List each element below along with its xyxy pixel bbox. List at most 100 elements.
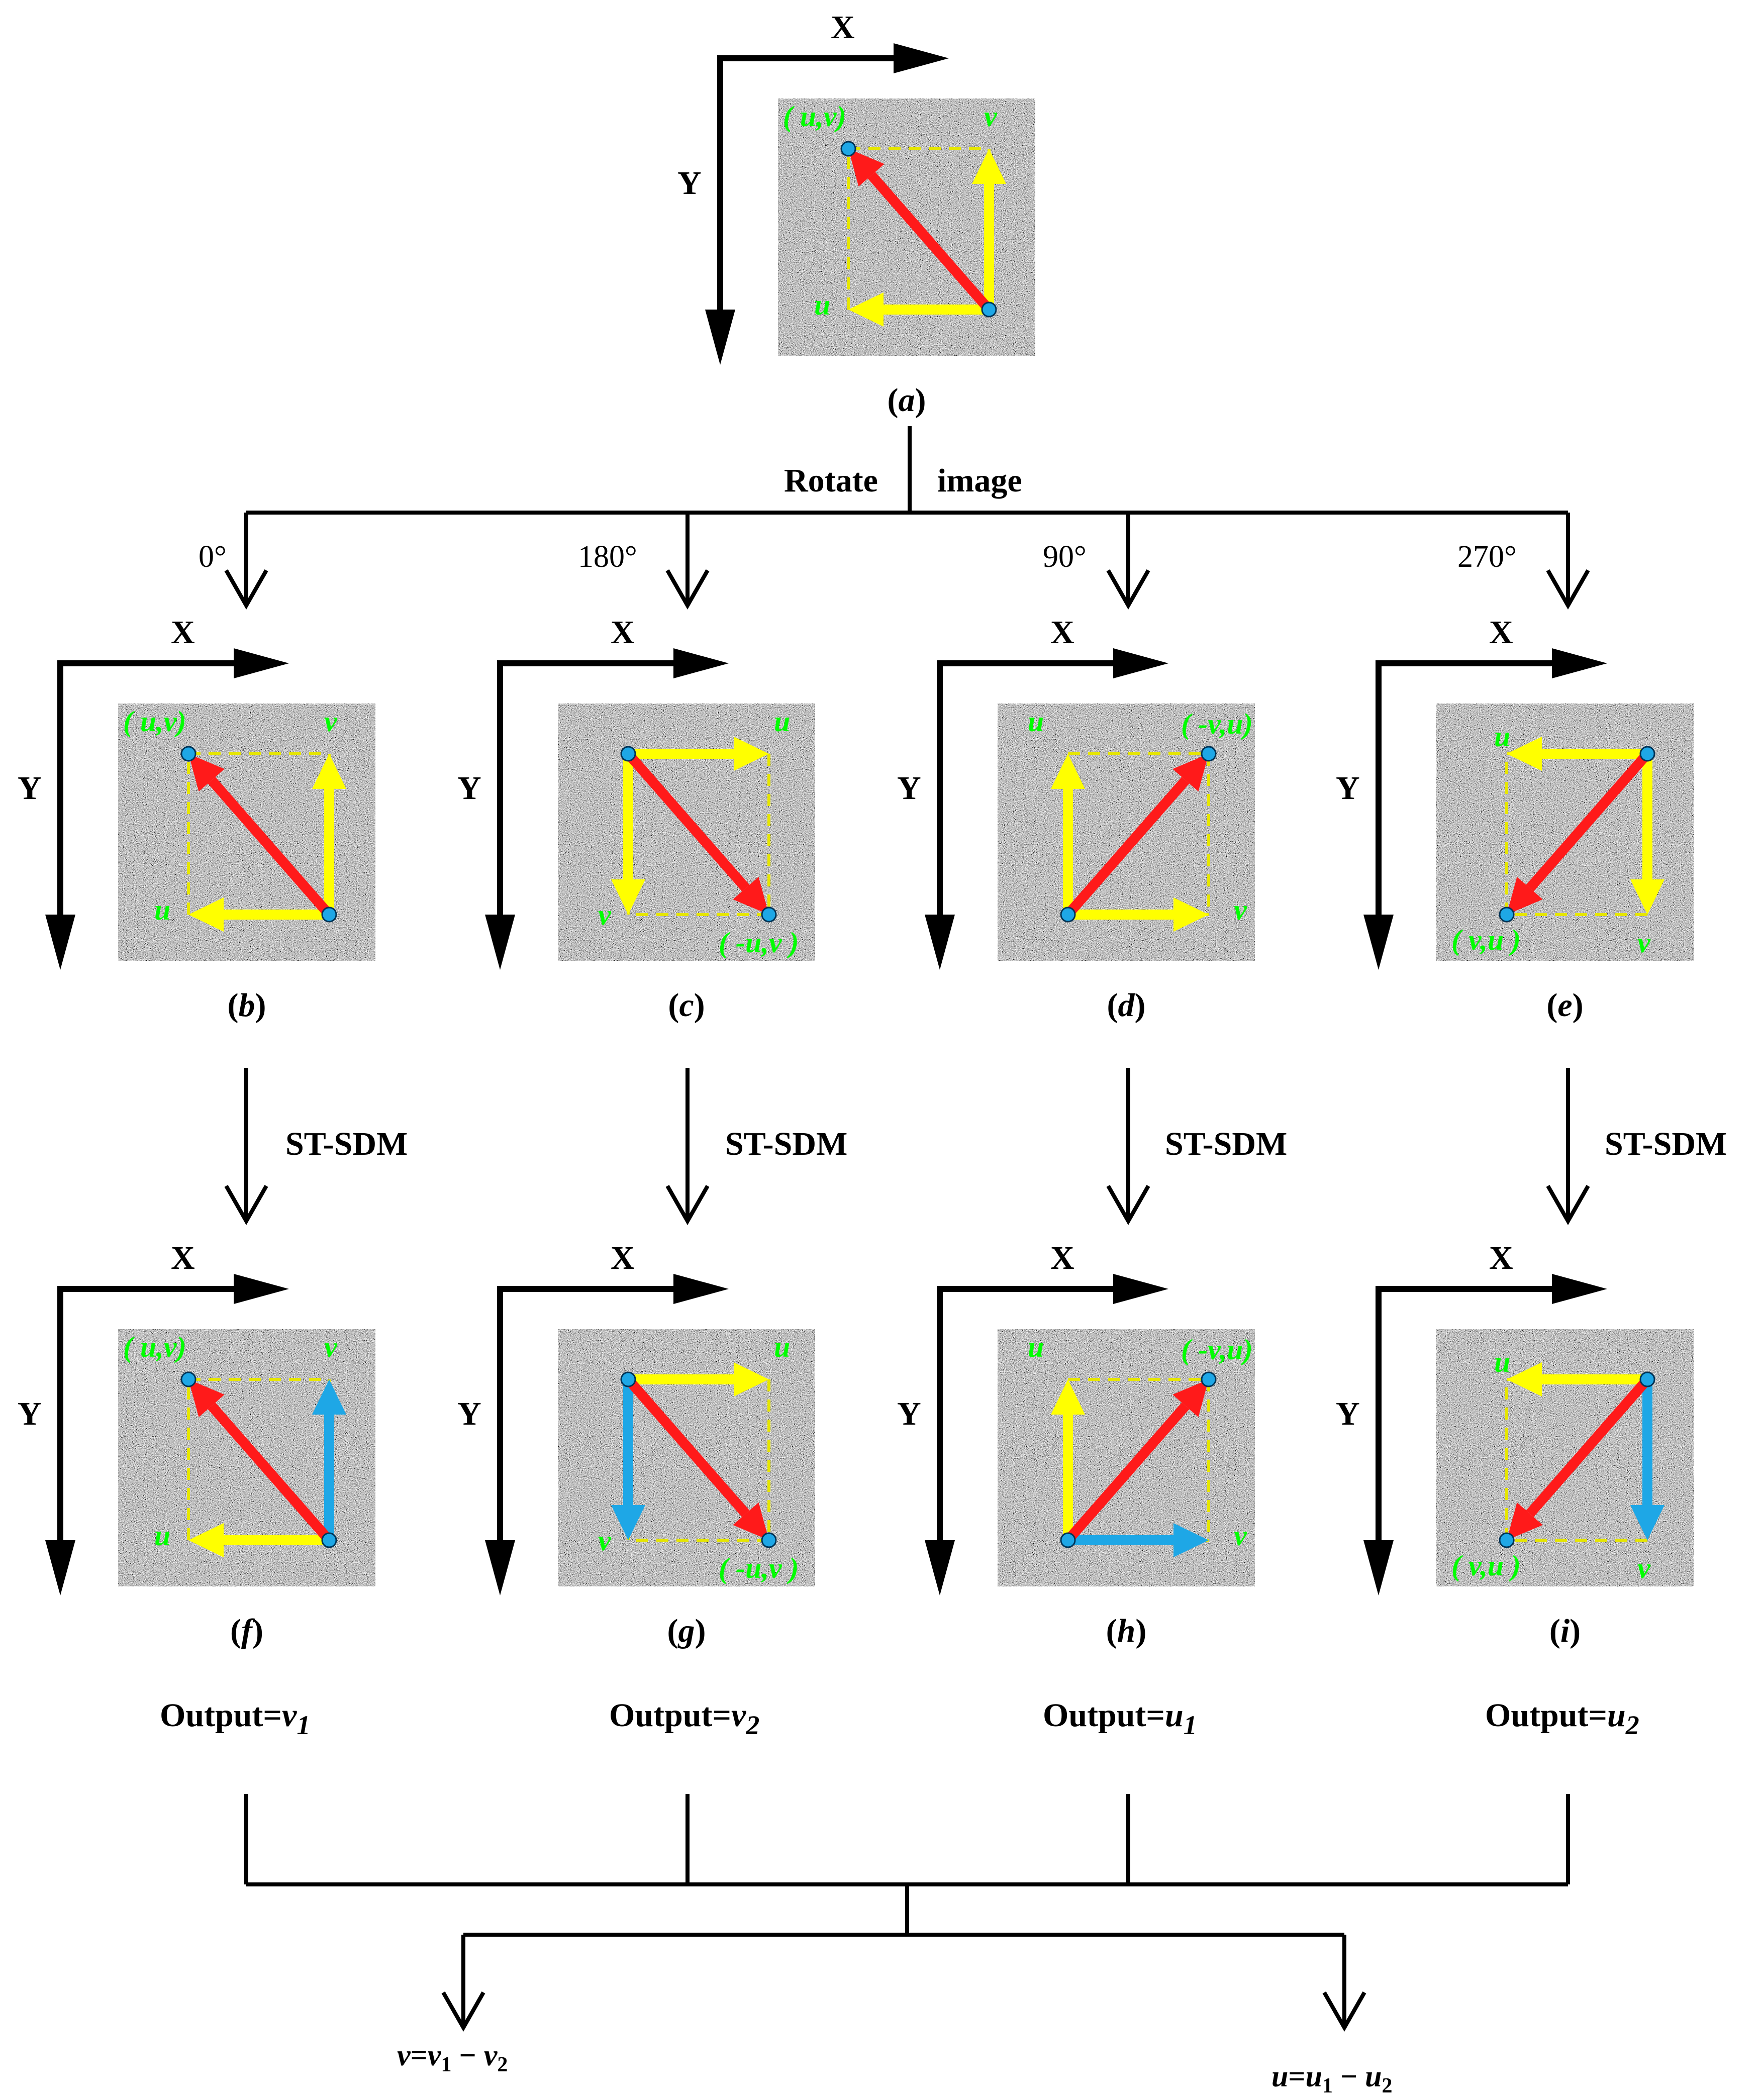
point-marker-2	[840, 141, 856, 157]
x-axis-arrowhead	[234, 1274, 289, 1304]
x-axis-label: X	[611, 1240, 635, 1276]
process-arrowhead-2	[665, 1185, 710, 1226]
displacement-vector	[1507, 750, 1651, 915]
axes-frame	[57, 660, 256, 927]
x-axis-arrowhead	[673, 648, 729, 678]
speckle-image	[998, 1329, 1255, 1586]
corner-label: ( u,v)	[783, 100, 846, 133]
axes-frame	[1376, 660, 1575, 927]
component-vector-b	[1068, 897, 1209, 932]
x-axis-label: X	[171, 614, 195, 651]
x-axis-arrowhead	[1113, 1274, 1168, 1304]
speckle-image	[1436, 1329, 1694, 1586]
point-marker-1	[620, 1371, 636, 1387]
axes-frame	[497, 660, 696, 927]
point-marker-2	[180, 1371, 197, 1387]
y-axis-arrowhead	[45, 1540, 75, 1595]
point-marker-2	[180, 746, 197, 762]
panel-caption: (h)	[1106, 1613, 1147, 1649]
corner-label: ( u,v)	[123, 1331, 186, 1363]
point-marker-2	[1499, 1532, 1515, 1548]
panel-caption: (e)	[1546, 987, 1583, 1024]
panel-caption: (c)	[668, 987, 705, 1024]
vector-label-1: u	[814, 288, 830, 321]
x-axis-arrowhead	[1113, 648, 1168, 678]
vector-label-1: u	[154, 893, 170, 926]
y-axis-label: Y	[18, 770, 42, 807]
point-marker-1	[1060, 1532, 1076, 1548]
y-axis-label: Y	[18, 1395, 42, 1432]
x-axis-arrowhead	[1552, 1274, 1607, 1304]
output-label-2: Output=v2	[609, 1697, 759, 1740]
branch-arrowhead-270	[1546, 569, 1590, 610]
image-label: image	[937, 462, 1022, 499]
vector-label-2: v	[984, 100, 998, 133]
vector-label-2: v	[324, 1331, 338, 1363]
process-arrowhead-3	[1106, 1185, 1150, 1226]
corner-label: ( v,u )	[1451, 1549, 1521, 1582]
point-marker-1	[321, 907, 337, 923]
rotate-label: Rotate	[784, 462, 878, 499]
component-vector-b	[611, 1379, 645, 1540]
panel-caption: (b)	[228, 987, 266, 1024]
y-axis-arrowhead	[925, 1540, 955, 1595]
component-vector-a	[1051, 1379, 1085, 1540]
vector-label-1: u	[1028, 1331, 1044, 1363]
x-axis-arrowhead	[234, 648, 289, 678]
displacement-vector	[624, 1376, 769, 1540]
y-axis-arrowhead	[485, 1540, 515, 1595]
branch-arrowhead-90	[1106, 569, 1150, 610]
corner-label: ( -u,v )	[719, 1552, 799, 1584]
process-label-4: ST-SDM	[1605, 1126, 1727, 1162]
process-arrowhead-4	[1546, 1185, 1590, 1226]
component-vector-b	[1630, 754, 1664, 915]
x-axis-arrowhead	[673, 1274, 729, 1304]
flow-lines	[224, 426, 1590, 2032]
x-axis-label: X	[171, 1240, 195, 1276]
x-axis-arrowhead	[894, 43, 949, 73]
result-arrowhead-v	[441, 1991, 485, 2032]
speckle-image	[558, 704, 815, 961]
point-marker-1	[321, 1532, 337, 1548]
y-axis-arrowhead	[485, 915, 515, 970]
axes-frame	[1376, 1286, 1575, 1553]
vector-label-2: u	[1494, 1346, 1510, 1378]
vector-label-2: v	[1234, 893, 1247, 926]
vector-label-1: u	[154, 1519, 170, 1552]
component-vector-a	[628, 737, 769, 771]
point-marker-1	[1060, 907, 1076, 923]
displacement-vector	[1064, 1379, 1209, 1544]
vector-label-1: u	[1028, 705, 1044, 738]
output-label-4: Output=u2	[1485, 1697, 1639, 1740]
point-marker-2	[1201, 746, 1217, 762]
axes-frame	[497, 1286, 696, 1553]
y-axis-label: Y	[1336, 770, 1360, 807]
y-axis-label: Y	[457, 770, 481, 807]
component-vector-a	[628, 1362, 769, 1396]
component-vector-a	[188, 897, 329, 932]
component-vector-b	[312, 754, 346, 915]
point-marker-1	[981, 302, 997, 318]
panel-caption: (i)	[1549, 1613, 1581, 1649]
y-axis-arrowhead	[1363, 915, 1394, 970]
component-vector-a	[1507, 1362, 1647, 1396]
vector-label-1: v	[1637, 1552, 1651, 1584]
displacement-vector	[848, 149, 993, 313]
result-arrowhead-u	[1322, 1991, 1366, 2032]
panel-caption: (d)	[1107, 987, 1146, 1024]
displacement-vector	[188, 1379, 333, 1544]
result-label-v: v=v1 − v2	[397, 2039, 508, 2076]
axes-frame	[937, 660, 1136, 927]
x-axis-label: X	[1489, 614, 1513, 651]
y-axis-arrowhead	[1363, 1540, 1394, 1595]
x-axis-label: X	[611, 614, 635, 651]
x-axis-label: X	[1489, 1240, 1513, 1276]
component-vector-b	[1630, 1379, 1664, 1540]
